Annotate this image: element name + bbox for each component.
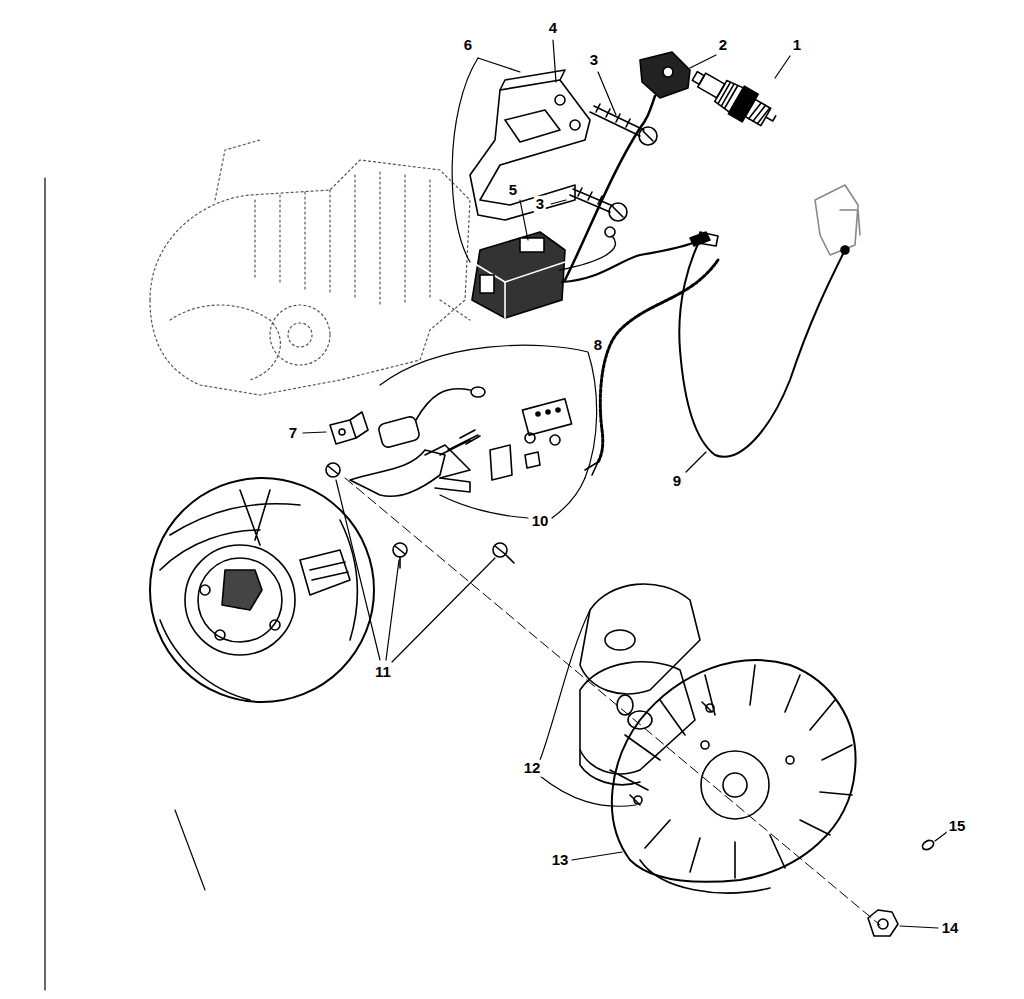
callout-number: 7: [287, 425, 299, 442]
callout-number: 5: [507, 182, 519, 199]
callout-number: 1: [791, 37, 803, 54]
screw: [570, 188, 627, 221]
callout-number: 3: [588, 52, 600, 69]
screw: [590, 104, 657, 145]
engine-outline: [150, 140, 470, 395]
inset-view: [150, 478, 374, 702]
spark-plug-boot: [565, 52, 690, 280]
flywheel-cover: [580, 584, 714, 805]
coil-bracket: [470, 70, 590, 220]
flywheel: [610, 660, 856, 893]
ignition-coil: [472, 232, 565, 318]
callout-number: 12: [522, 760, 543, 777]
callout-number: 15: [947, 818, 968, 835]
leader-line: [303, 40, 947, 928]
breaker-points: [350, 387, 572, 496]
spark-plug: [687, 62, 781, 135]
callout-number: 10: [530, 513, 551, 530]
callout-number: 3: [534, 196, 546, 213]
bracket-part: [330, 412, 368, 444]
nut: [868, 910, 898, 936]
callout-number: 8: [592, 337, 604, 354]
center-line: [345, 478, 880, 925]
switch-wire: [679, 185, 860, 457]
stray-line: [175, 810, 205, 890]
callout-number: 11: [373, 664, 393, 681]
border-line: [44, 178, 45, 990]
callout-number: 6: [462, 37, 474, 54]
callout-number: 14: [940, 920, 961, 937]
callout-number: 2: [717, 37, 729, 54]
key: [921, 839, 935, 852]
callout-number: 9: [671, 473, 683, 490]
callout-number: 4: [547, 20, 559, 37]
callout-number: 13: [550, 852, 571, 869]
